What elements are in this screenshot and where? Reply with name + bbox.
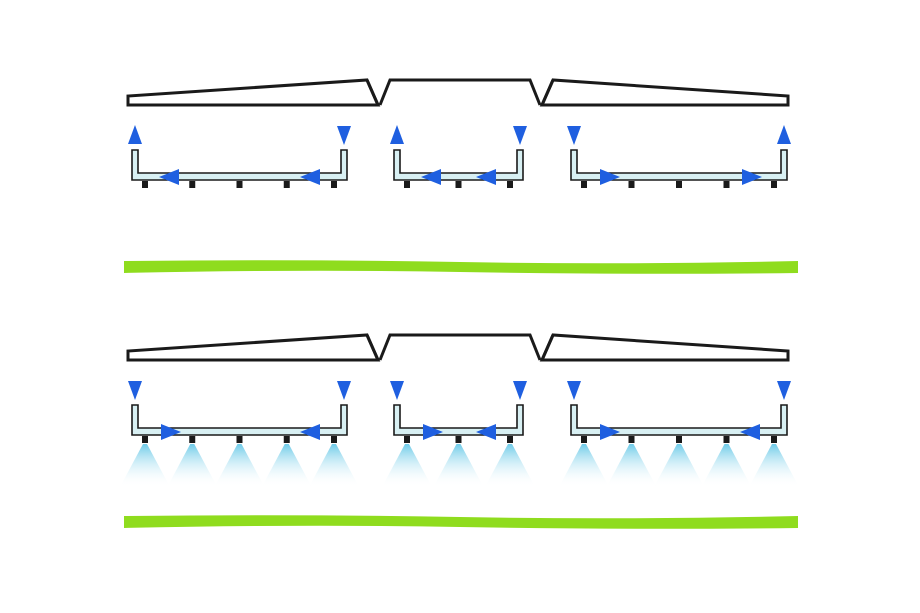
nozzle-icon bbox=[771, 181, 777, 188]
spray-cone-icon bbox=[167, 444, 218, 487]
nozzle-icon bbox=[236, 436, 243, 443]
boom-frame bbox=[126, 333, 790, 362]
boom-panel-off bbox=[124, 78, 798, 274]
boom-section-1 bbox=[128, 125, 351, 188]
arrow-left-icon bbox=[421, 169, 441, 185]
arrow-right-icon bbox=[600, 169, 620, 185]
nozzle-icon bbox=[628, 181, 635, 188]
nozzle-icon bbox=[507, 436, 513, 443]
nozzle-icon bbox=[676, 181, 682, 188]
spray-cone-icon bbox=[120, 444, 170, 487]
arrow-left-icon bbox=[300, 169, 320, 185]
spray-cone-icon bbox=[309, 444, 359, 487]
spray-cone-icon bbox=[749, 444, 799, 487]
arrow-right-icon bbox=[423, 424, 443, 440]
arrow-down-icon bbox=[777, 381, 791, 400]
spray-cone-icon bbox=[433, 444, 484, 487]
nozzle-icon bbox=[507, 181, 513, 188]
arrow-left-icon bbox=[476, 424, 496, 440]
pipe bbox=[393, 404, 524, 436]
boom-frame bbox=[126, 78, 790, 107]
ground-strip bbox=[124, 515, 798, 529]
boom-section-2 bbox=[390, 125, 527, 188]
nozzle-icon bbox=[331, 436, 337, 443]
spray-cone-icon bbox=[261, 444, 312, 487]
nozzle-icon bbox=[283, 181, 290, 188]
arrow-down-icon bbox=[567, 126, 581, 145]
boom-panel-spraying bbox=[120, 333, 799, 529]
nozzle-icon bbox=[581, 436, 587, 443]
nozzle-icon bbox=[142, 181, 148, 188]
spray-cone-icon bbox=[485, 444, 535, 487]
nozzle-icon bbox=[189, 436, 196, 443]
arrow-left-icon bbox=[476, 169, 496, 185]
boom-hinge bbox=[365, 334, 555, 361]
arrow-left-icon bbox=[159, 169, 179, 185]
nozzle-icon bbox=[676, 436, 682, 443]
arrow-down-icon bbox=[390, 381, 404, 400]
boom-section-2 bbox=[382, 381, 535, 487]
spray-cone-icon bbox=[654, 444, 704, 487]
arrow-down-icon bbox=[513, 126, 527, 145]
nozzle-icon bbox=[236, 181, 243, 188]
nozzle-icon bbox=[771, 436, 777, 443]
spray-cone-icon bbox=[559, 444, 609, 487]
arrow-up-icon bbox=[128, 125, 142, 144]
arrow-down-icon bbox=[567, 381, 581, 400]
nozzle-icon bbox=[404, 181, 410, 188]
arrow-left-icon bbox=[740, 424, 760, 440]
spray-cone-icon bbox=[606, 444, 657, 487]
arrow-up-icon bbox=[390, 125, 404, 144]
pipe bbox=[131, 149, 348, 181]
pipe bbox=[131, 404, 348, 436]
nozzle-icon bbox=[455, 436, 462, 443]
spray-cone-icon bbox=[214, 444, 265, 487]
spray-cone-icon bbox=[382, 444, 432, 487]
boom-hinge bbox=[365, 79, 555, 106]
ground-strip bbox=[124, 260, 798, 274]
boom-section-3 bbox=[567, 125, 791, 188]
nozzle-icon bbox=[283, 436, 290, 443]
pipe bbox=[570, 149, 788, 181]
nozzle-icon bbox=[723, 181, 730, 188]
arrow-up-icon bbox=[777, 125, 791, 144]
arrow-down-icon bbox=[128, 381, 142, 400]
nozzle-icon bbox=[723, 436, 730, 443]
nozzle-icon bbox=[628, 436, 635, 443]
boom-section-3 bbox=[559, 381, 799, 487]
arrow-right-icon bbox=[600, 424, 620, 440]
nozzle-icon bbox=[404, 436, 410, 443]
nozzle-icon bbox=[331, 181, 337, 188]
arrow-left-icon bbox=[300, 424, 320, 440]
nozzle-icon bbox=[581, 181, 587, 188]
nozzle-icon bbox=[142, 436, 148, 443]
spray-cone-icon bbox=[701, 444, 752, 487]
arrow-down-icon bbox=[337, 381, 351, 400]
nozzle-icon bbox=[455, 181, 462, 188]
pipe bbox=[570, 404, 788, 436]
arrow-right-icon bbox=[161, 424, 181, 440]
arrow-down-icon bbox=[337, 126, 351, 145]
arrow-right-icon bbox=[742, 169, 762, 185]
pipe bbox=[393, 149, 524, 181]
nozzle-icon bbox=[189, 181, 196, 188]
arrow-down-icon bbox=[513, 381, 527, 400]
boom-section-1 bbox=[120, 381, 359, 487]
